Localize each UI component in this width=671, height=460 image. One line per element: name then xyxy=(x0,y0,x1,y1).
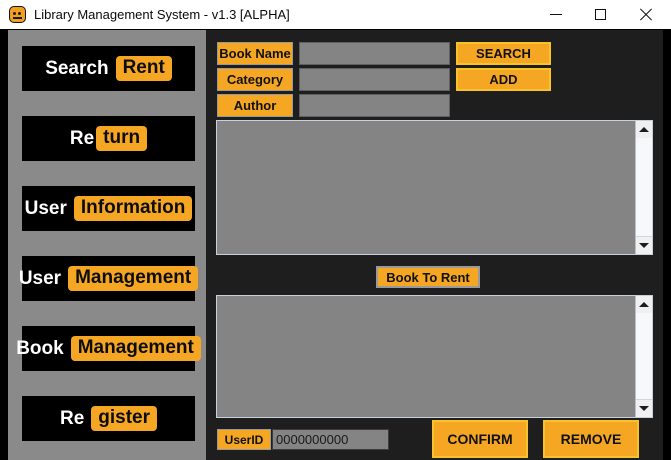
window-body: Search Rent Re turn User Information Use… xyxy=(0,30,671,460)
remove-button[interactable]: REMOVE xyxy=(543,420,639,458)
minimize-icon xyxy=(549,14,562,15)
sidebar-item-user-management-plain: User xyxy=(18,267,62,289)
search-results-list[interactable] xyxy=(216,120,653,255)
sidebar-item-book-management-plain: Book xyxy=(16,337,64,359)
scroll-up-icon[interactable] xyxy=(636,296,652,314)
maximize-button[interactable] xyxy=(578,0,623,29)
minimize-button[interactable] xyxy=(533,0,578,29)
search-button[interactable]: SEARCH xyxy=(456,42,551,65)
category-input[interactable] xyxy=(299,68,450,91)
sidebar-item-search-rent-highlight: Rent xyxy=(115,56,172,81)
maximize-icon xyxy=(595,9,606,20)
author-input[interactable] xyxy=(299,94,450,117)
confirm-button[interactable]: CONFIRM xyxy=(432,420,528,458)
app-icon-eye-right xyxy=(18,12,21,15)
close-button[interactable] xyxy=(623,0,668,29)
sidebar-item-book-management[interactable]: Book Management xyxy=(16,326,201,371)
close-icon xyxy=(639,8,652,21)
app-icon-mouth xyxy=(13,17,22,19)
sidebar: Search Rent Re turn User Information Use… xyxy=(8,30,206,460)
author-label: Author xyxy=(217,94,293,117)
app-icon-eye-left xyxy=(13,12,16,15)
scroll-down-icon[interactable] xyxy=(636,399,652,417)
app-face-icon xyxy=(9,6,26,23)
sidebar-item-return-plain: Re xyxy=(69,127,95,149)
sidebar-item-register[interactable]: Re gister xyxy=(22,396,195,441)
rented-books-scroll-track[interactable] xyxy=(636,313,652,400)
book-to-rent-button[interactable]: Book To Rent xyxy=(376,266,480,288)
sidebar-item-search-rent[interactable]: Search Rent xyxy=(22,46,195,91)
scroll-up-icon[interactable] xyxy=(636,121,652,139)
sidebar-item-user-information-plain: User xyxy=(24,197,67,219)
sidebar-item-return[interactable]: Re turn xyxy=(22,116,195,161)
sidebar-item-user-management-highlight: Management xyxy=(68,266,199,291)
sidebar-item-register-plain: Re xyxy=(59,407,85,429)
sidebar-item-user-management[interactable]: User Management xyxy=(18,256,199,301)
category-label: Category xyxy=(217,68,293,91)
rented-books-scrollbar[interactable] xyxy=(635,296,652,417)
search-results-scroll-track[interactable] xyxy=(636,138,652,237)
userid-input[interactable]: 0000000000 xyxy=(272,429,389,450)
window-title: Library Management System - v1.3 [ALPHA] xyxy=(34,7,290,22)
rented-books-list[interactable] xyxy=(216,295,653,418)
add-button[interactable]: ADD xyxy=(456,68,551,91)
field-row-category: Category xyxy=(206,68,663,91)
book-name-input[interactable] xyxy=(299,42,450,65)
search-results-scrollbar[interactable] xyxy=(635,121,652,254)
sidebar-item-return-highlight: turn xyxy=(96,126,148,151)
sidebar-item-user-information[interactable]: User Information xyxy=(22,186,195,231)
sidebar-item-register-highlight: gister xyxy=(91,406,158,431)
userid-label: UserID xyxy=(217,429,271,450)
main-panel: Book Name Category Author SEARCH ADD xyxy=(206,30,663,460)
scroll-down-icon[interactable] xyxy=(636,236,652,254)
sidebar-item-search-rent-plain: Search xyxy=(45,57,109,79)
left-edge xyxy=(0,30,8,460)
title-bar: Library Management System - v1.3 [ALPHA] xyxy=(0,0,671,30)
field-row-author: Author xyxy=(206,94,663,117)
right-edge xyxy=(663,30,671,460)
field-row-book-name: Book Name xyxy=(206,42,663,65)
sidebar-item-user-information-highlight: Information xyxy=(73,196,193,221)
book-name-label: Book Name xyxy=(217,42,293,65)
sidebar-item-book-management-highlight: Management xyxy=(70,336,201,361)
